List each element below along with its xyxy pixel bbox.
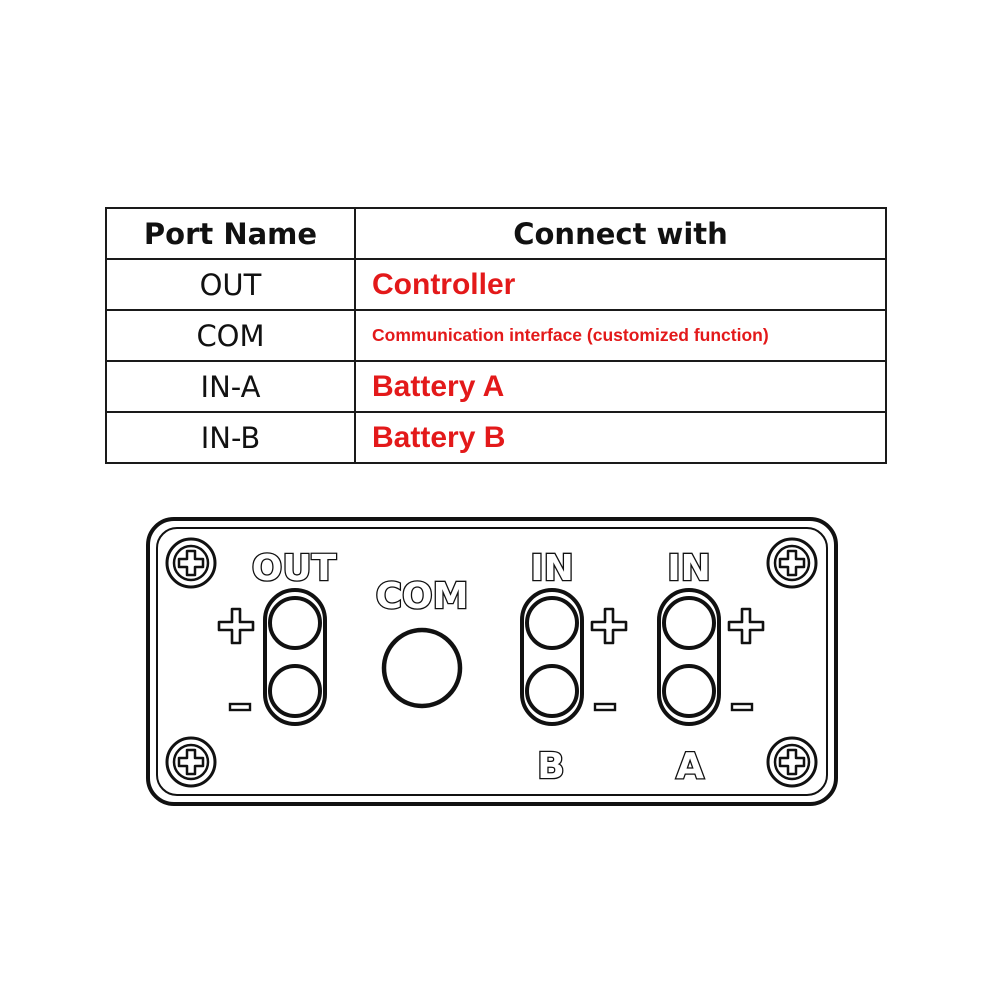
panel-inner-frame xyxy=(156,527,828,796)
minus-sign-icon xyxy=(593,702,617,712)
minus-sign-icon xyxy=(730,702,754,712)
out-port-icon xyxy=(263,588,327,726)
port-name-cell: IN-B xyxy=(105,411,356,464)
in-b-label: IN xyxy=(530,548,574,589)
table-header-row: Port Name Connect with xyxy=(105,207,887,260)
screw-icon xyxy=(165,537,217,589)
connect-with-cell: Battery B xyxy=(354,411,887,464)
table-row: OUT Controller xyxy=(105,258,887,311)
table-row: IN-B Battery B xyxy=(105,411,887,464)
connect-with-cell: Controller xyxy=(354,258,887,311)
port-table: Port Name Connect with OUT Controller CO… xyxy=(105,207,887,464)
b-label: B xyxy=(537,746,564,787)
plus-sign-icon xyxy=(727,607,765,645)
in-b-port-icon xyxy=(520,588,584,726)
header-connect-with: Connect with xyxy=(354,207,887,260)
table-row: IN-A Battery A xyxy=(105,360,887,413)
screw-icon xyxy=(165,736,217,788)
header-port-name: Port Name xyxy=(105,207,356,260)
out-label: OUT xyxy=(252,548,337,589)
panel-outer-frame xyxy=(146,517,838,806)
com-label: COM xyxy=(376,576,469,617)
port-name-cell: COM xyxy=(105,309,356,362)
plus-sign-icon xyxy=(590,607,628,645)
plus-sign-icon xyxy=(217,607,255,645)
port-name-cell: IN-A xyxy=(105,360,356,413)
connect-with-cell: Battery A xyxy=(354,360,887,413)
screw-icon xyxy=(766,736,818,788)
in-a-label: IN xyxy=(667,548,711,589)
minus-sign-icon xyxy=(228,702,252,712)
table-row: COM Communication interface (customized … xyxy=(105,309,887,362)
a-label: A xyxy=(676,746,704,787)
com-port-hole-icon xyxy=(381,627,463,709)
in-a-port-icon xyxy=(657,588,721,726)
connect-with-cell: Communication interface (customized func… xyxy=(354,309,887,362)
screw-icon xyxy=(766,537,818,589)
port-name-cell: OUT xyxy=(105,258,356,311)
